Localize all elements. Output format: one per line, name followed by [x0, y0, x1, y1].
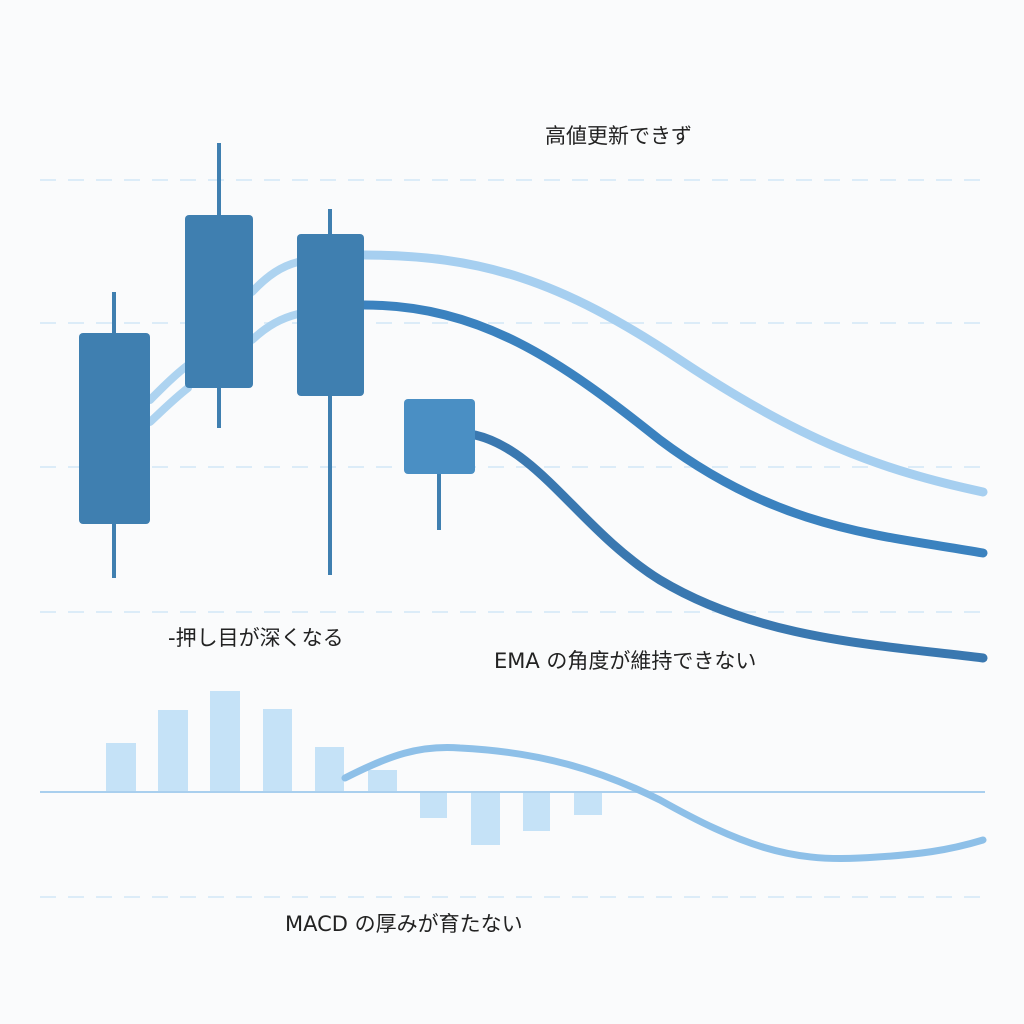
macd-line — [341, 744, 987, 863]
ema-fast-segment — [146, 361, 192, 404]
candle — [404, 399, 475, 530]
histogram-bar — [315, 747, 344, 792]
annotation-macd-thickness: MACD の厚みが育たない — [285, 912, 523, 936]
histogram-bar — [210, 691, 240, 792]
histogram-bar — [574, 792, 602, 815]
histogram-bar — [158, 710, 188, 792]
ema-mid-line — [359, 300, 988, 558]
histogram-bar — [263, 709, 292, 792]
histogram-bar — [471, 792, 500, 845]
ema-fast-segment — [248, 258, 302, 296]
gridlines — [40, 179, 985, 898]
annotation-no-new-high: 高値更新できず — [545, 124, 692, 148]
candle — [297, 209, 364, 575]
candle — [185, 143, 253, 428]
macd-histogram — [106, 691, 602, 845]
histogram-bar — [420, 792, 447, 818]
annotation-ema-angle: EMA の角度が維持できない — [494, 649, 757, 673]
histogram-bar — [106, 743, 136, 792]
ema-fast-line — [359, 250, 988, 497]
candle — [79, 292, 150, 578]
annotation-deeper-pullback: -押し目が深くなる — [168, 626, 344, 650]
ema-slow-line — [470, 430, 988, 663]
ema-slow-segment — [146, 384, 192, 426]
ema-slow-segment — [248, 310, 302, 344]
histogram-bar — [368, 770, 397, 792]
candles — [79, 143, 475, 578]
histogram-bar — [523, 792, 550, 831]
